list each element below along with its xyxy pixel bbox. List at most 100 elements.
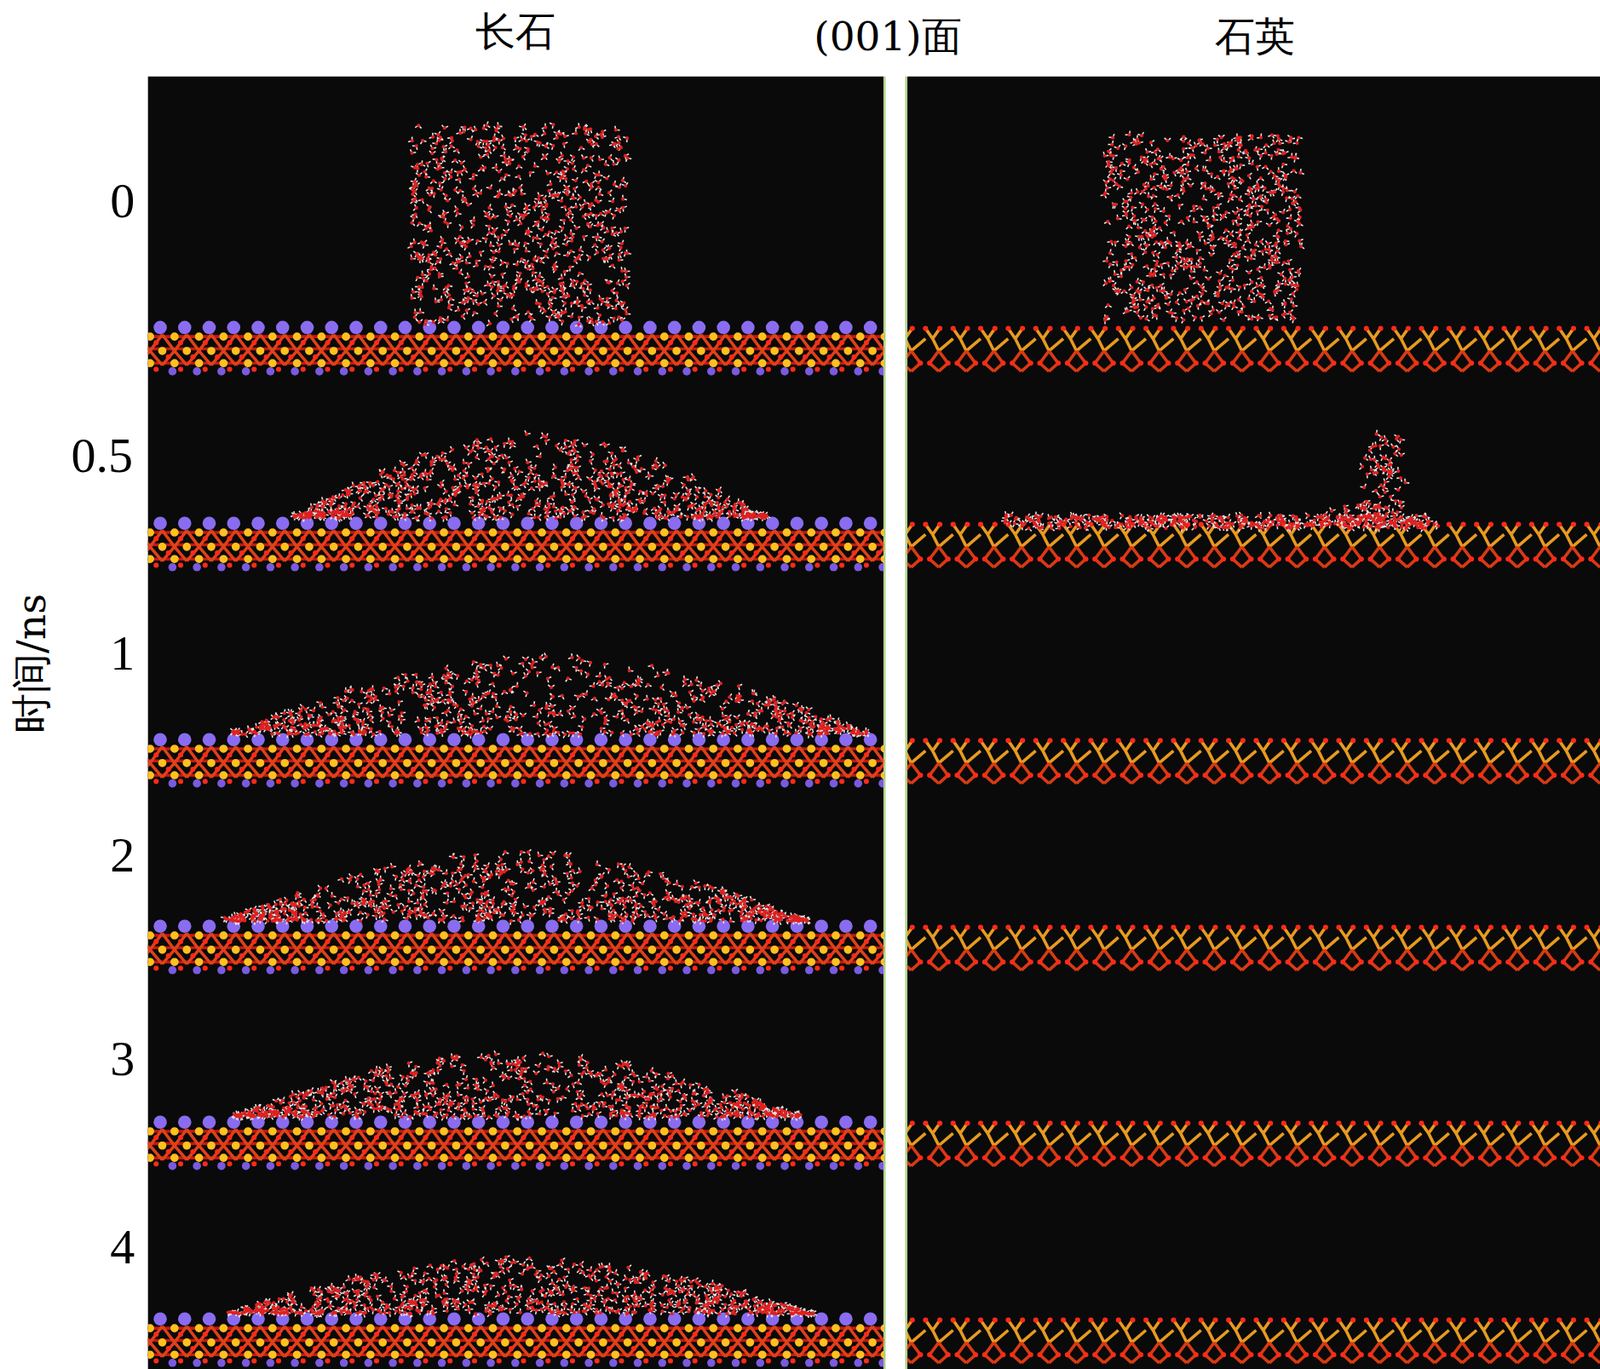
- feldspar-panel: [148, 76, 885, 1369]
- potassium-atom: [853, 1162, 863, 1171]
- potassium-atom: [560, 563, 570, 572]
- potassium-atom: [853, 563, 863, 572]
- feldspar-slab: [148, 1312, 885, 1368]
- potassium-atom: [545, 920, 559, 934]
- potassium-atom: [707, 779, 716, 789]
- potassium-atom: [447, 732, 461, 747]
- potassium-atom: [633, 1162, 643, 1171]
- hydrogen-bond: [220, 849, 811, 926]
- potassium-atom: [878, 563, 884, 572]
- potassium-atom: [878, 966, 884, 975]
- potassium-atom: [486, 367, 495, 376]
- lattice-bond: [907, 1122, 1600, 1146]
- potassium-atom: [853, 1358, 863, 1368]
- potassium-atom: [511, 1358, 520, 1368]
- potassium-atom: [168, 966, 178, 975]
- potassium-atom: [741, 321, 755, 335]
- potassium-atom: [422, 1115, 437, 1129]
- potassium-atom: [520, 920, 535, 934]
- potassium-atom: [462, 367, 472, 376]
- potassium-atom: [374, 321, 388, 335]
- potassium-atom: [315, 1162, 324, 1171]
- panel-divider: [883, 76, 908, 1369]
- potassium-atom: [731, 966, 741, 975]
- potassium-atom: [853, 367, 863, 376]
- potassium-atom: [545, 1115, 559, 1129]
- potassium-atom: [217, 966, 226, 975]
- potassium-atom: [609, 1358, 618, 1368]
- lattice-bond: [907, 1320, 1600, 1343]
- quartz-panel: [907, 76, 1600, 1369]
- potassium-atom: [731, 1162, 741, 1171]
- potassium-atom: [388, 1162, 398, 1171]
- potassium-atom: [486, 779, 495, 789]
- potassium-atom: [364, 1358, 374, 1368]
- panel-title: 长石: [475, 10, 556, 51]
- potassium-atom: [388, 563, 398, 572]
- potassium-atom: [878, 1358, 884, 1368]
- potassium-atom: [192, 1162, 202, 1171]
- potassium-atom: [618, 321, 633, 335]
- potassium-atom: [780, 563, 789, 572]
- silicon-atom: [149, 532, 884, 559]
- hydrogen-bond: [1001, 430, 1439, 533]
- potassium-atom: [731, 779, 741, 789]
- oxygen-atom: [907, 926, 1600, 962]
- potassium-atom: [364, 779, 374, 789]
- potassium-atom: [755, 966, 765, 975]
- potassium-atom: [511, 367, 520, 376]
- potassium-atom: [413, 1358, 422, 1368]
- potassium-atom: [192, 1358, 202, 1368]
- potassium-atom: [682, 1358, 691, 1368]
- potassium-atom: [643, 321, 657, 335]
- potassium-atom: [266, 1358, 276, 1368]
- potassium-atom: [471, 732, 486, 747]
- potassium-atom: [780, 367, 789, 376]
- potassium-atom: [755, 779, 765, 789]
- potassium-atom: [658, 779, 668, 789]
- potassium-atom: [829, 779, 839, 789]
- potassium-atom: [643, 517, 657, 531]
- potassium-atom: [241, 779, 251, 789]
- potassium-atom: [853, 779, 863, 789]
- water-oxygen: [234, 1053, 800, 1117]
- potassium-atom: [462, 1162, 472, 1171]
- potassium-atom: [584, 1358, 593, 1368]
- potassium-atom: [569, 1312, 584, 1327]
- potassium-atom: [496, 321, 511, 335]
- potassium-atom: [569, 920, 584, 934]
- potassium-atom: [339, 966, 349, 975]
- feldspar-slab: [148, 517, 885, 572]
- potassium-atom: [364, 1162, 374, 1171]
- potassium-atom: [339, 367, 349, 376]
- potassium-atom: [447, 321, 461, 335]
- potassium-atom: [202, 732, 217, 747]
- lattice-bond: [148, 747, 885, 778]
- potassium-atom: [511, 563, 520, 572]
- potassium-atom: [545, 321, 559, 335]
- potassium-atom: [241, 966, 251, 975]
- potassium-atom: [716, 517, 731, 531]
- potassium-atom: [388, 779, 398, 789]
- potassium-atom: [780, 966, 789, 975]
- potassium-atom: [388, 1358, 398, 1368]
- potassium-atom: [594, 732, 609, 747]
- potassium-atom: [290, 367, 300, 376]
- potassium-atom: [471, 1115, 486, 1129]
- potassium-atom: [413, 779, 422, 789]
- potassium-atom: [535, 779, 545, 789]
- potassium-atom: [374, 517, 388, 531]
- potassium-atom: [780, 1162, 789, 1171]
- lattice-bond: [148, 933, 885, 965]
- feldspar-slab: [148, 920, 885, 975]
- potassium-atom: [609, 966, 618, 975]
- potassium-atom: [535, 966, 545, 975]
- water-droplet: [230, 652, 870, 738]
- potassium-atom: [276, 321, 290, 335]
- potassium-atom: [560, 367, 570, 376]
- potassium-atom: [153, 1115, 167, 1129]
- potassium-atom: [315, 563, 324, 572]
- hydrogen-bond: [230, 652, 870, 738]
